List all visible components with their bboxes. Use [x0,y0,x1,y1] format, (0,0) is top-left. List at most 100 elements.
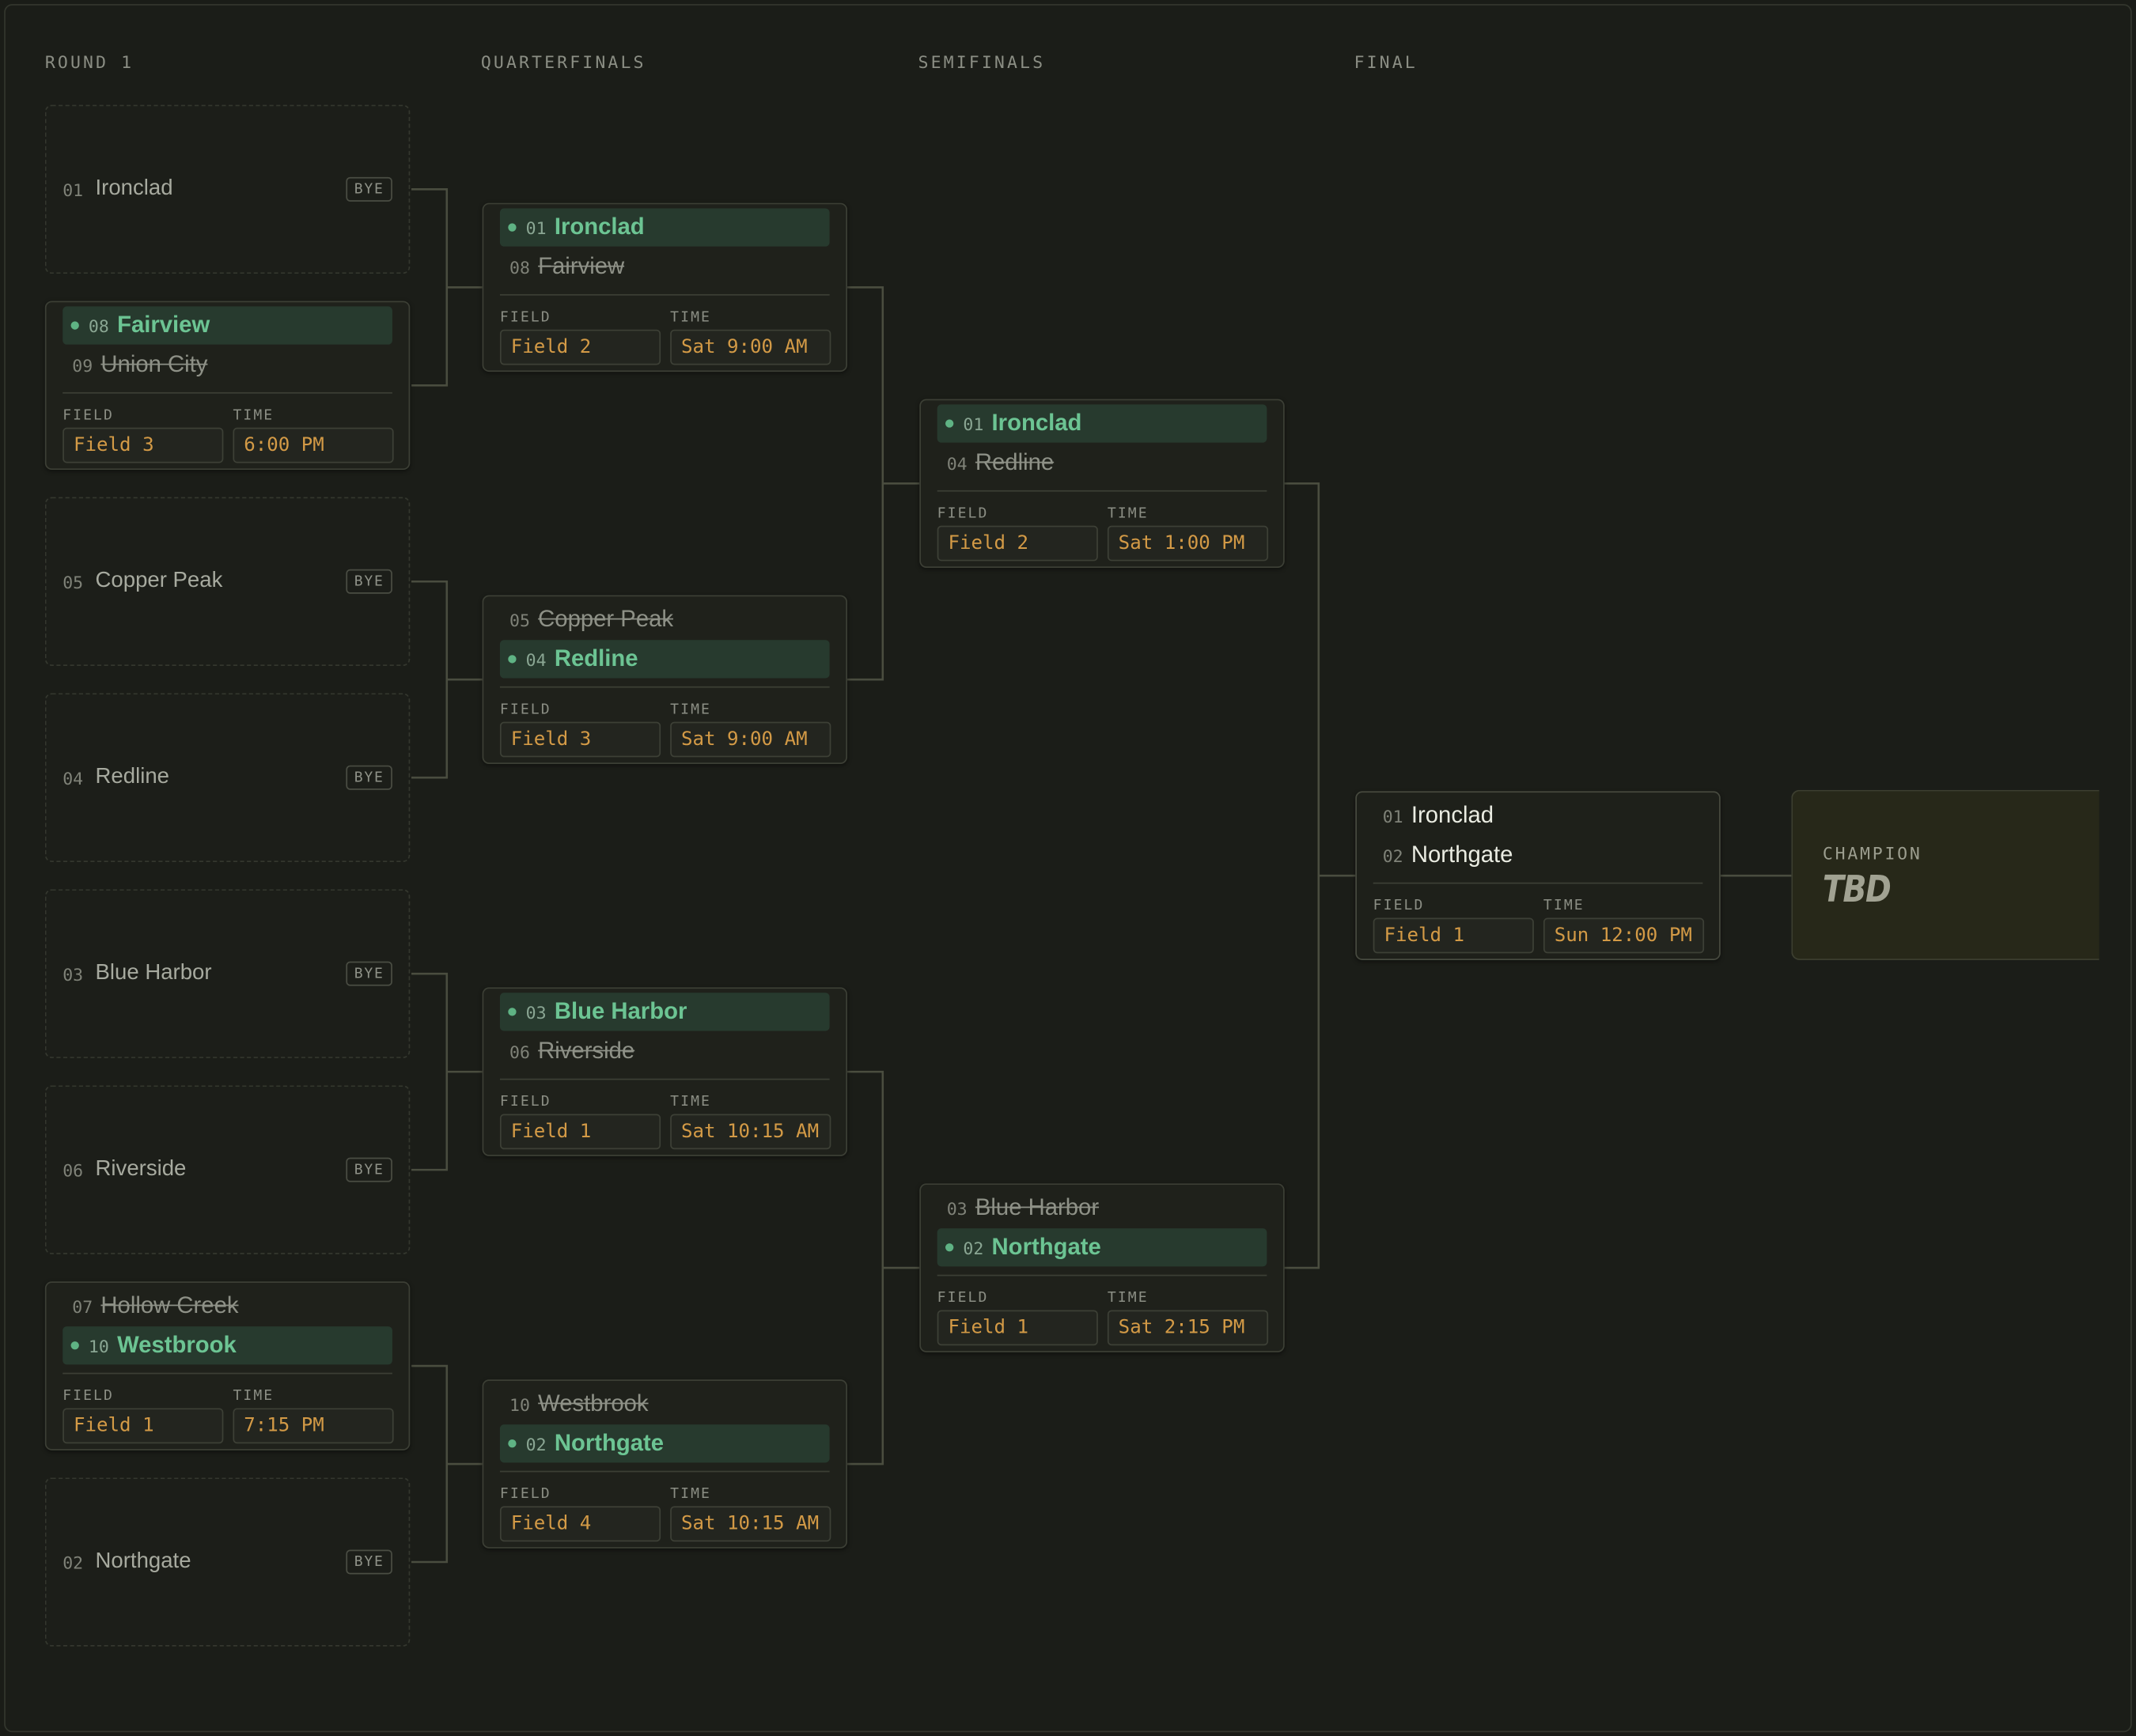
team-row-lose[interactable]: 03 Blue Harbor [937,1189,1267,1227]
team-seed: 08 [509,256,530,278]
team-row-lose[interactable]: 10 Westbrook [500,1385,830,1423]
team-seed: 01 [1382,805,1403,826]
team-seed: 01 [525,217,547,238]
field-input[interactable]: Field 4 [499,1506,661,1542]
field-label: FIELD [62,407,114,424]
field-label: FIELD [499,308,551,326]
field-input[interactable]: Field 1 [499,1114,661,1150]
team-seed: 10 [88,1335,109,1356]
team-name: Westbrook [117,1332,237,1358]
time-input[interactable]: Sat 9:00 AM [670,721,831,758]
team-name: Riverside [538,1038,635,1064]
time-label: TIME [670,1093,711,1110]
team-name: Northgate [991,1234,1101,1260]
team-row-win[interactable]: 10 Westbrook [62,1326,392,1365]
match-divider [937,1274,1267,1276]
connector [411,1364,483,1564]
time-input[interactable]: Sat 10:15 AM [670,1506,831,1542]
time-input[interactable]: Sat 1:00 PM [1107,525,1269,562]
field-input[interactable]: Field 1 [62,1408,224,1444]
field-input[interactable]: Field 2 [937,525,1098,562]
bye-badge: BYE [346,961,392,986]
team-seed: 07 [72,1295,93,1317]
champion-value: TBD [1822,868,1892,911]
field-input[interactable]: Field 1 [937,1310,1098,1346]
champion-label: CHAMPION [1822,842,1922,864]
time-input[interactable]: Sat 2:15 PM [1107,1310,1269,1346]
team-seed: 03 [946,1197,968,1219]
team-seed: 03 [62,963,84,985]
winner-dot-icon [508,223,517,232]
field-input[interactable]: Field 1 [1373,917,1534,954]
team-name: Blue Harbor [975,1194,1100,1220]
field-label: FIELD [1373,897,1425,914]
winner-dot-icon [945,1243,954,1252]
team-name: Fairview [538,253,625,279]
time-input[interactable]: Sat 10:15 AM [670,1114,831,1150]
round-title-final: FINAL [1354,51,1418,73]
team-seed: 10 [509,1394,530,1415]
winner-dot-icon [508,655,517,664]
winner-dot-icon [508,1008,517,1016]
team-name: Northgate [95,1549,191,1573]
field-label: FIELD [62,1387,114,1405]
team-row-lose[interactable]: 08 Fairview [500,248,830,286]
time-label: TIME [1543,897,1585,914]
time-input[interactable]: Sat 9:00 AM [670,329,831,365]
field-input[interactable]: Field 3 [62,427,224,463]
field-input[interactable]: Field 3 [499,721,661,758]
time-input[interactable]: 7:15 PM [233,1408,394,1444]
match-divider [62,391,392,394]
time-input[interactable]: Sun 12:00 PM [1543,917,1705,954]
time-label: TIME [233,407,275,424]
team-name: Westbrook [538,1390,649,1416]
field-label: FIELD [937,1289,989,1307]
match-divider [937,490,1267,492]
team-seed: 08 [88,315,109,336]
team-name: Blue Harbor [95,961,212,985]
team-seed: 04 [946,452,968,474]
team-name: Northgate [554,1429,665,1456]
team-seed: 05 [509,609,530,630]
team-name: Northgate [1411,842,1513,868]
field-input[interactable]: Field 2 [499,329,661,365]
field-label: FIELD [937,505,989,522]
time-input[interactable]: 6:00 PM [233,427,394,463]
round-title-quarterfinals: QUARTERFINALS [480,51,646,73]
team-seed: 04 [62,767,84,789]
round-title-round-1: ROUND 1 [44,51,134,73]
team-seed: 02 [62,1552,84,1572]
match-divider [499,1470,830,1473]
team-name: Redline [554,645,638,671]
team-name: Ironclad [991,410,1082,437]
